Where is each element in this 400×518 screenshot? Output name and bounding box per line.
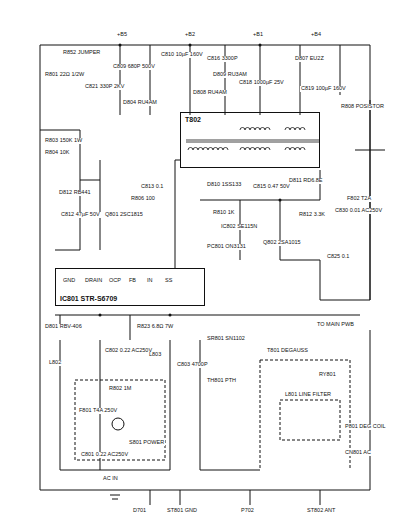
component-label: R802 1M [108,386,132,392]
coil-winding [295,148,300,151]
coil-winding [188,148,193,151]
component-label: D810 1SS133 [206,182,242,188]
coil-winding [295,128,300,131]
component-label: CN801 AC [344,450,372,456]
component-label: D808 RU4AM [192,90,228,96]
component-label: OCP [108,278,122,284]
component-label: +B5 [116,32,128,38]
coil-winding [250,148,255,151]
coil-winding [240,148,245,151]
component-label: IN [146,278,154,284]
component-label: +B1 [252,32,264,38]
component-label: TO MAIN PWB [316,322,355,328]
coil-winding [265,128,270,131]
component-label: D812 RB441 [58,190,92,196]
component-label: SR801 SN1102 [206,336,246,342]
component-label: R803 150K 1W [44,138,83,144]
component-label: C802 0.22 AC250V [104,348,153,354]
coil-winding [255,128,260,131]
transformer-box: T802 [180,112,320,168]
component-label: ST802 ANT [306,508,336,514]
coil-winding [260,128,265,131]
component-label: PC801 ON3131 [206,244,247,250]
component-label: AC IN [102,476,119,482]
coil-winding [260,148,265,151]
wire-connector [175,160,180,268]
component-label: C821 330P 2KV [84,84,125,90]
coil-winding [285,128,290,131]
component-label: C812 47µF 50V [60,212,101,218]
component-label: Q802 2SA1015 [262,240,302,246]
component-label: C818 1000µF 25V [238,80,285,86]
coil-winding [300,148,305,151]
component-label: C819 100µF 160V [300,86,347,92]
coil-winding [198,148,203,151]
coil-winding [208,148,213,151]
component-label: DRAIN [84,278,103,284]
coil-winding [245,128,250,131]
component-label: D807 EU2Z [294,56,325,62]
component-label: L803 [148,352,162,358]
component-label: TH801 PTH [206,378,237,384]
component-label: IC802 SE115N [220,224,258,230]
coil-winding [285,148,290,151]
component-label: P801 DEG COIL [344,424,387,430]
component-label: P702 [240,508,255,514]
component-label: R801 22Ω 1/2W [44,72,85,78]
component-label: C810 10µF 160V [160,52,204,58]
coil-winding [203,148,208,151]
component-label: L801 LINE FILTER [284,392,332,398]
component-label: C816 3300P [206,56,239,62]
coil-winding [290,128,295,131]
component-label: D801 RBV-406 [44,324,83,330]
part-title: IC801 STR-S6709 [58,294,119,303]
component-label: C803 4700P [176,362,209,368]
component-label: C815 0.47 50V [252,184,291,190]
coil-winding [300,128,305,131]
component-label: D811 RD6.8E [288,178,324,184]
component-label: C801 0.22 AC250V [80,452,129,458]
component-label: FB [128,278,137,284]
component-label: +B2 [184,32,196,38]
component-label: R852 JUMPER [62,50,101,56]
component-label: F802 T2A [346,196,372,202]
component-label: D804 RU4AM [122,100,158,106]
component-label: R806 100 [130,196,156,202]
coil-winding [240,128,245,131]
ic-package: IC801 STR-S6709 [55,268,205,306]
transformer-core [186,140,320,142]
coil-winding [193,148,198,151]
coil-winding [265,148,270,151]
coil-winding [245,148,250,151]
component-label: C830 0.01 AC250V [334,208,383,214]
component-label: T801 DEGAUSS [266,348,309,354]
component-label: R804 10K [44,150,70,156]
component-label: RY801 [318,372,337,378]
component-label: R812 3.3K [298,212,326,218]
coil-winding [218,148,223,151]
component-label: C813 0.1 [140,184,164,190]
part-title: T802 [183,115,203,124]
component-label: ST801 GND [166,508,198,514]
coil-winding [255,148,260,151]
component-label: SS [164,278,173,284]
coil-winding [223,148,228,151]
component-label: D701 [132,508,147,514]
component-label: L802 [48,360,62,366]
component-label: R808 POSISTOR [340,104,385,110]
coil-winding [213,148,218,151]
coil-winding [250,128,255,131]
component-label: GND [62,278,76,284]
coil-winding [290,148,295,151]
component-label: D809 RU3AM [212,72,248,78]
component-label: R823 6.8Ω 7W [136,324,174,330]
component-label: Q801 2SC1815 [104,212,144,218]
component-label: S801 POWER [128,440,165,446]
component-label: +B4 [310,32,322,38]
component-label: F801 T4A 250V [78,408,118,414]
component-label: R810 1K [212,210,235,216]
component-label: C825 0.1 [326,254,350,260]
component-label: C809 680P 500V [112,64,156,70]
